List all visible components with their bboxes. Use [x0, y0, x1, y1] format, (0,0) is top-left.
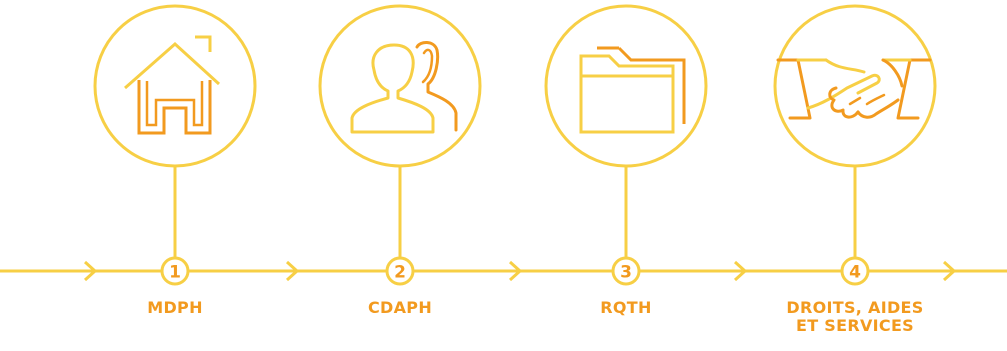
step-number: 3: [620, 263, 632, 283]
step-number-badge: [611, 256, 641, 286]
step-icon-circle: [544, 4, 708, 168]
arrow-chevron-icon: [942, 260, 957, 282]
folder-icon: [579, 46, 686, 134]
step-label-line: CDAPH: [367, 298, 433, 317]
step-number: 2: [394, 263, 406, 283]
step-3: 3: [544, 4, 708, 286]
step-number-badge: [385, 256, 415, 286]
arrow-chevron-icon: [83, 260, 98, 282]
handshake-icon: [776, 58, 932, 120]
step-label-line: MDPH: [147, 298, 203, 317]
step-icon-circle: [773, 4, 937, 168]
step-label-droits: DROITS, AIDES ET SERVICES: [755, 299, 955, 335]
arrow-chevron-icon: [508, 260, 523, 282]
step-number-badge: [840, 256, 870, 286]
step-1: 1: [93, 4, 257, 286]
step-number: 1: [169, 263, 181, 283]
step-label-cdaph: CDAPH: [300, 299, 500, 317]
step-number-badge: [160, 256, 190, 286]
step-2: 2: [318, 4, 482, 286]
house-icon: [124, 35, 221, 135]
arrow-chevron-icon: [733, 260, 748, 282]
step-icon-circle: [318, 4, 482, 168]
people-icon: [350, 41, 458, 134]
step-label-line: DROITS, AIDES: [786, 298, 924, 317]
arrow-chevron-icon: [285, 260, 300, 282]
step-icon-circle: [93, 4, 257, 168]
step-label-line: RQTH: [600, 298, 652, 317]
step-label-rqth: RQTH: [526, 299, 726, 317]
step-4: 4: [773, 4, 937, 286]
step-label-mdph: MDPH: [75, 299, 275, 317]
step-number: 4: [849, 263, 861, 283]
step-label-line: ET SERVICES: [795, 316, 915, 335]
